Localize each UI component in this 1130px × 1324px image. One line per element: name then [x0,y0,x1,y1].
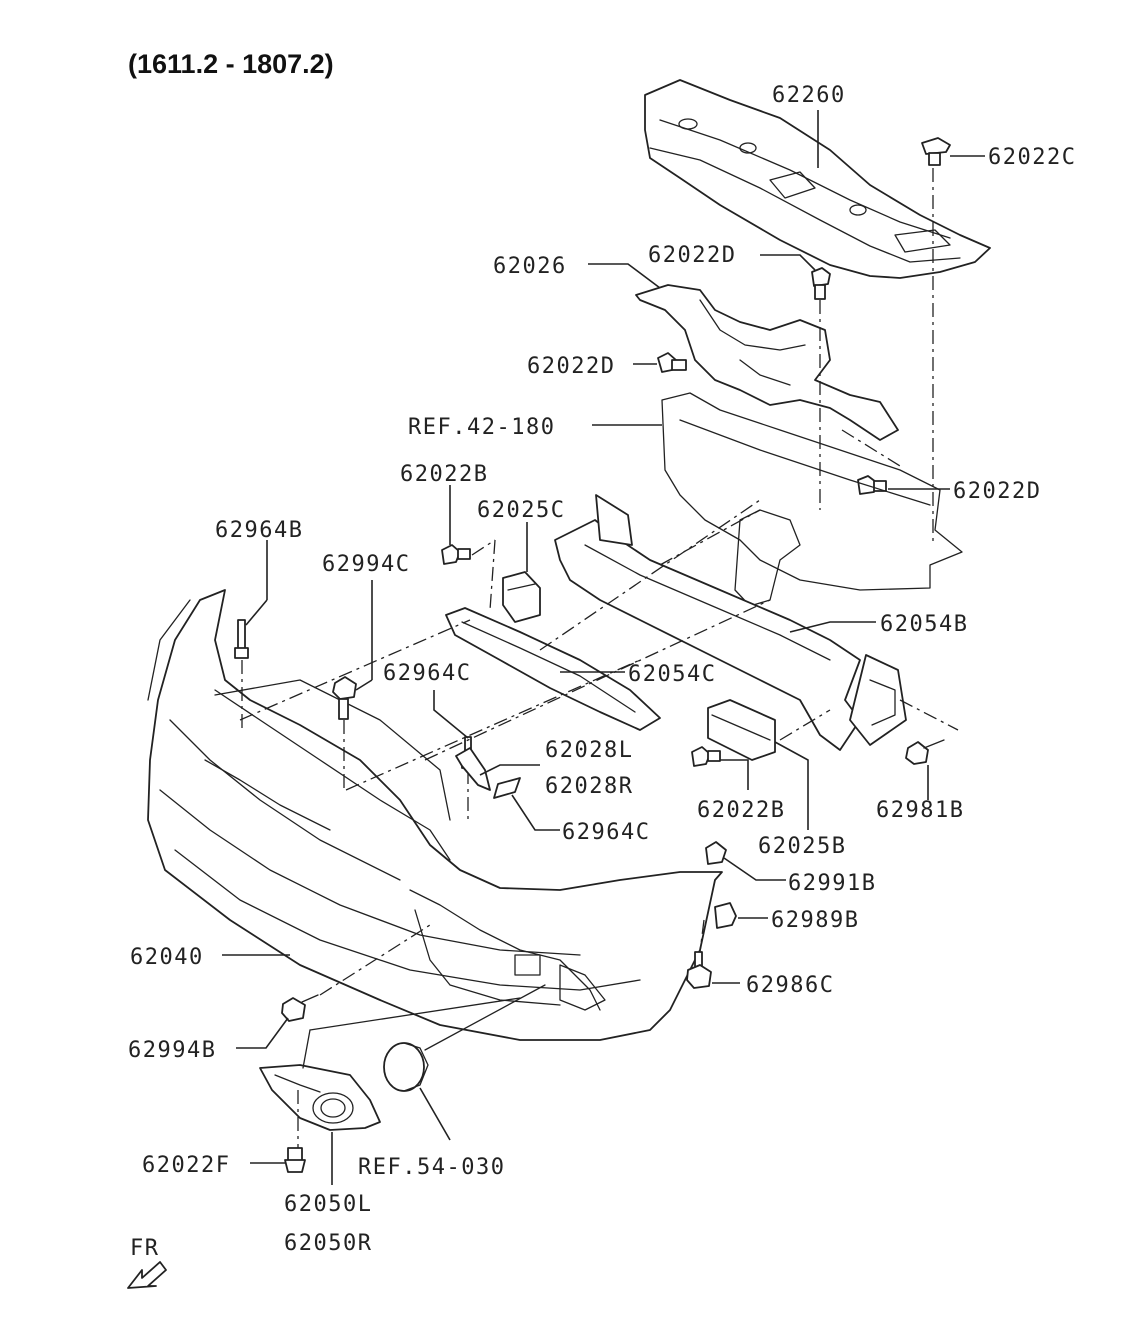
label-62050L: 62050L [284,1192,372,1217]
bolt-62994B [281,994,319,1022]
label-62964B: 62964B [215,518,303,543]
label-62989B: 62989B [771,908,859,933]
screw-62986C [686,951,712,989]
label-62054C: 62054C [628,662,716,687]
label-62025B: 62025B [758,834,846,859]
bracket-62025C [502,571,541,623]
label-62025C: 62025C [477,498,565,523]
label-62022F: 62022F [142,1153,230,1178]
splash-shield-62260 [644,79,991,279]
label-62994C: 62994C [322,552,410,577]
label-62986C: 62986C [746,973,834,998]
label-62050R: 62050R [284,1231,372,1256]
direction-label: FR [130,1236,160,1261]
label-62022B-lower: 62022B [697,798,785,823]
label-REF-54-030: REF.54-030 [358,1155,505,1180]
front-direction-arrow-icon [127,1261,167,1289]
label-62994B: 62994B [128,1038,216,1063]
clip-62022D-right [857,475,887,495]
absorber-62054C [445,607,661,731]
bumper-reinforcement-62054B [554,494,907,751]
label-62022D-mid: 62022D [527,354,615,379]
date-range-title: (1611.2 - 1807.2) [128,49,334,79]
label-62260: 62260 [772,83,846,108]
nut-62989B [714,902,737,929]
rivet-62964B [234,619,249,659]
label-62022B-upper: 62022B [400,462,488,487]
label-REF-42-180: REF.42-180 [408,415,555,440]
label-62964C-upper: 62964C [383,661,471,686]
label-62964C-lower: 62964C [562,820,650,845]
clip-62022F [284,1147,306,1173]
label-62022C: 62022C [988,145,1076,170]
label-62991B: 62991B [788,871,876,896]
bracket-62025B [707,699,776,761]
clip-62022B-upper [441,544,471,565]
fog-lamp-bezel-62050 [259,1064,381,1131]
label-62054B: 62054B [880,612,968,637]
label-62026: 62026 [493,254,567,279]
clip-62991B [705,841,727,865]
bolt-62981B [905,739,945,765]
fog-lamp-ref-54-030 [383,1042,429,1092]
clip-62022D-upper [811,267,831,300]
bolt-62994C [332,676,357,720]
label-62028R: 62028R [545,774,633,799]
label-62022D-right: 62022D [953,479,1041,504]
brackets-62028L-62028R [455,747,521,799]
radiator-support-ref-42-180 [661,392,963,607]
clip-62022B-lower [691,746,721,767]
label-62040: 62040 [130,945,204,970]
label-62981B: 62981B [876,798,964,823]
clip-62022D-mid [657,352,687,373]
label-62022D-upper: 62022D [648,243,736,268]
label-62028L: 62028L [545,738,633,763]
bracket-62026 [635,284,899,441]
clip-62022C [921,137,951,166]
